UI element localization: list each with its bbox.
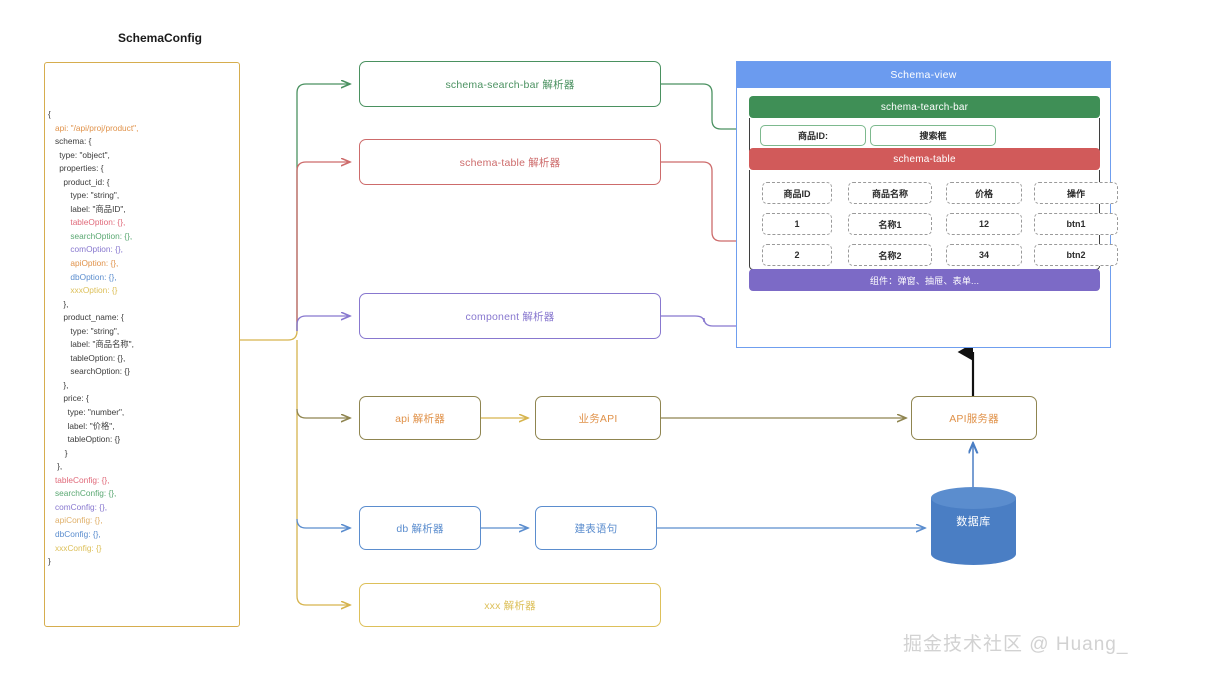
schema-table-header: schema-table [749,148,1100,170]
node-create-table-sql[interactable]: 建表语句 [535,506,657,550]
code-line: tableOption: {}, [70,217,126,228]
schema-view-body: schema-tearch-bar 商品ID: 搜索框 schema-table… [737,88,1118,349]
database-label: 数据库 [956,516,991,528]
code-line: dbConfig: {}, [55,528,101,539]
code-line: }, [57,461,63,472]
code-line: apiConfig: {}, [55,515,103,526]
parser-label: db 解析器 [396,522,444,535]
code-line: xxxOption: {} [70,285,118,296]
schema-view-panel: Schema-view schema-tearch-bar 商品ID: 搜索框 … [736,61,1118,349]
parser-label: api 解析器 [395,412,445,425]
code-line: }, [63,298,69,309]
node-api-server[interactable]: API服务器 [911,396,1037,440]
schema-search-bar-header: schema-tearch-bar [749,96,1100,118]
parser-label: component 解析器 [465,310,555,323]
table-cell[interactable]: btn2 [1034,244,1118,266]
code-line: product_name: { [63,312,124,323]
table-cell[interactable]: 名称2 [848,244,932,266]
table-cell[interactable]: 34 [946,244,1022,266]
code-line: schema: { [55,136,92,147]
code-line: dbOption: {}, [70,271,117,282]
node-label: API服务器 [949,412,999,425]
code-line: comConfig: {}, [55,501,108,512]
parser-label: schema-search-bar 解析器 [445,78,575,91]
table-header-cell: 操作 [1034,182,1118,204]
schema-config-code-box [44,62,240,627]
code-line: }, [63,379,69,390]
parser-box-api[interactable]: api 解析器 [359,396,481,440]
code-line: price: { [63,393,89,404]
schema-table-content: 商品ID 商品名称价格操作 1 名称1 12 btn1 2 名称2 34 btn2 [749,170,1118,270]
code-line: searchOption: {} [70,366,130,377]
code-line: xxxConfig: {} [55,542,102,553]
code-line: } [64,447,68,458]
code-line: } [48,556,51,567]
code-line: type: "string", [70,325,120,336]
table-cell[interactable]: 1 [762,213,832,235]
component-bar[interactable]: 组件：弹窗、抽屉、表单... [749,269,1100,291]
code-line: { [48,109,51,119]
code-line: type: "number", [67,407,125,418]
code-line: searchOption: {}, [70,230,133,241]
table-cell[interactable]: 名称1 [848,213,932,235]
code-line: type: "object", [59,149,110,160]
database-cylinder[interactable]: 数据库 [931,487,1016,565]
table-header-cell: 商品名称 [848,182,932,204]
code-line: product_id: { [63,176,110,187]
parser-label: schema-table 解析器 [459,156,561,169]
parser-box-xxx[interactable]: xxx 解析器 [359,583,661,627]
code-line: label: "商品名称", [70,339,134,350]
code-line: label: "价格", [67,420,115,431]
table-cell[interactable]: 12 [946,213,1022,235]
code-line: tableOption: {}, [70,352,126,363]
node-label: 业务API [578,412,618,425]
search-field-label[interactable]: 商品ID: [760,125,866,146]
code-line: type: "string", [70,190,120,201]
parser-box-component[interactable]: component 解析器 [359,293,661,339]
parser-box-db[interactable]: db 解析器 [359,506,481,550]
table-cell[interactable]: 2 [762,244,832,266]
code-line: properties: { [59,163,104,174]
table-cell[interactable]: btn1 [1034,213,1118,235]
node-label: 建表语句 [574,522,618,535]
schema-view-title: Schema-view [737,62,1110,88]
cylinder-top [931,487,1016,509]
code-line: api: "/api/proj/product", [55,122,139,133]
code-line: tableOption: {} [67,434,121,445]
parser-label: xxx 解析器 [484,599,536,612]
schema-table-section: schema-table 商品ID 商品名称价格操作 1 名称1 12 btn1 2 名称2 3… [749,148,1118,270]
search-input[interactable]: 搜索框 [870,125,996,146]
code-line: tableConfig: {}, [55,474,110,485]
schema-search-bar-section: schema-tearch-bar 商品ID: 搜索框 [749,96,1100,154]
watermark: 掘金技术社区 @ Huang_ [903,634,1129,655]
code-line: apiOption: {}, [70,258,119,269]
code-line: label: "商品ID", [70,203,126,214]
parser-box-schema-table[interactable]: schema-table 解析器 [359,139,661,185]
code-line: searchConfig: {}, [55,488,117,499]
schema-config-code: { api: "/api/proj/product", schema: { type:… [48,108,240,569]
page-title: SchemaConfig [117,31,202,45]
table-header-cell: 价格 [946,182,1022,204]
code-line: comOption: {}, [70,244,123,255]
table-header-cell: 商品ID [762,182,832,204]
node-business-api[interactable]: 业务API [535,396,661,440]
parser-box-schema-search-bar[interactable]: schema-search-bar 解析器 [359,61,661,107]
